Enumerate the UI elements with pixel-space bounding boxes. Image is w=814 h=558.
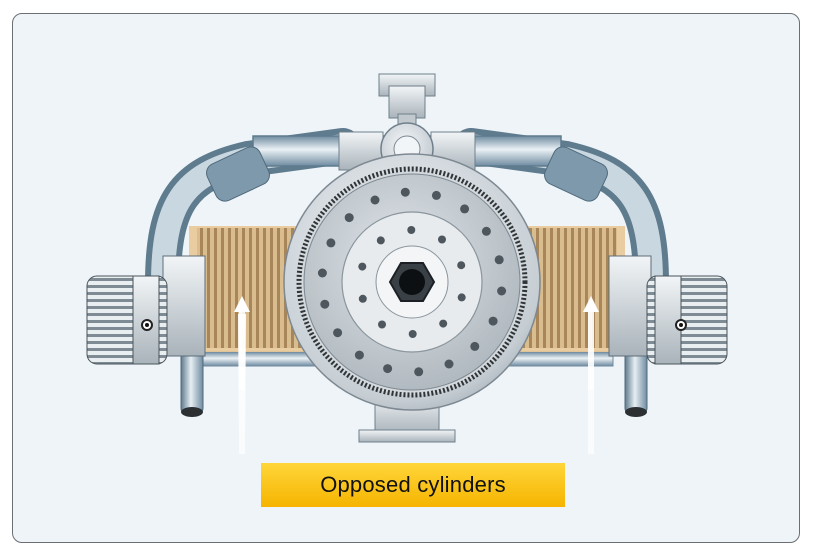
bolt-hole [354,350,364,360]
pointer-right [583,296,599,454]
bolt-hole [358,262,367,271]
bolt-hole [317,268,327,278]
bolt-hole [444,359,454,369]
bolt-hole [344,213,354,223]
bolt-hole [481,226,491,236]
bolt-hole [326,238,336,248]
bolt-hole [494,255,504,265]
bolt-hole [470,341,480,351]
bolt-holes-outer [317,187,507,377]
bolt-holes-inner [358,226,466,338]
bolt-hole [407,226,416,234]
bolt-hole [376,236,385,245]
caption-label: Opposed cylinders [261,463,565,507]
bolt-hole [320,299,330,309]
diagram-frame: Opposed cylinders [12,13,800,543]
bolt-hole [358,294,367,303]
bolt-hole [457,261,466,270]
bolt-hole [400,187,410,197]
bolt-hole [370,195,380,205]
opposed-engine-illustration [86,73,728,454]
bolt-hole [333,328,343,338]
bolt-hole [383,364,393,374]
up-arrow-icon [583,296,599,312]
bolt-hole [438,235,446,244]
bolt-hole [431,190,441,200]
crankcase-gear [283,153,541,411]
bolt-hole [488,316,498,326]
bolt-hole [497,286,507,296]
bolt-hole [439,319,448,328]
bolt-hole [378,320,386,329]
bolt-hole [408,330,417,338]
bolt-hole [414,367,424,377]
bolt-hole [457,293,466,302]
pointer-left [234,296,250,454]
bolt-hole [460,204,470,214]
up-arrow-icon [234,296,250,312]
